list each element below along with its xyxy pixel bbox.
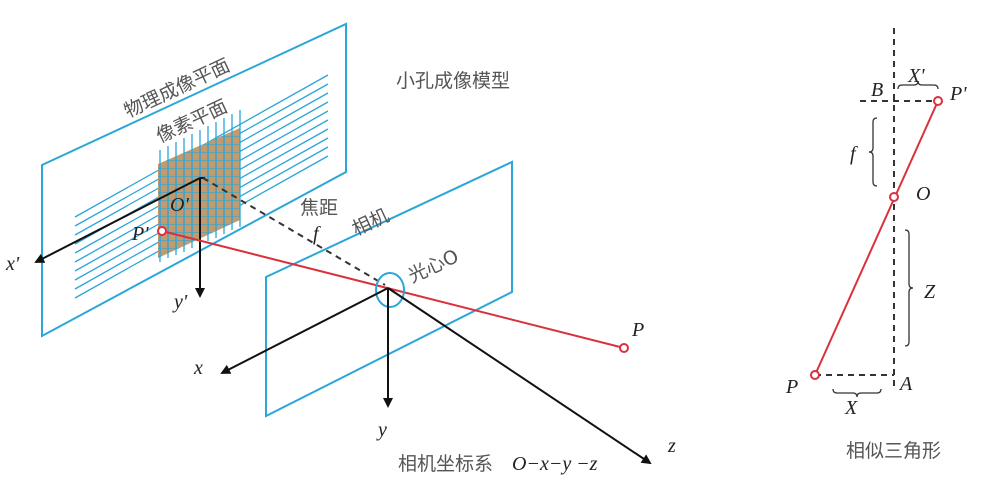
- point-p-prime-label: P': [949, 83, 967, 105]
- camera-x-label: x: [193, 357, 203, 379]
- camera-x-axis: [220, 287, 389, 374]
- focal-length-label: 焦距: [300, 197, 338, 219]
- projection-ray: [161, 230, 625, 349]
- focal-length-line: [202, 177, 386, 286]
- camera-z-label: z: [667, 435, 676, 457]
- y-prime-label: y': [172, 291, 188, 313]
- z-brace: [904, 229, 914, 347]
- image-point-marker: [157, 226, 167, 236]
- optical-center-label: 光心O: [405, 245, 462, 287]
- camera-plane: [265, 160, 513, 418]
- z-length-label: Z: [924, 281, 936, 303]
- optical-center-circle: [375, 272, 405, 308]
- x-length-label: X: [844, 397, 858, 419]
- image-point-label: P': [131, 223, 149, 245]
- point-p-label: P: [785, 376, 798, 398]
- x-prime-brace: [897, 80, 939, 90]
- point-o-label: O: [916, 183, 930, 205]
- point-a-label: A: [898, 373, 913, 395]
- x-prime-axis: [34, 177, 201, 263]
- world-point-marker: [619, 343, 629, 353]
- camera-label: 相机: [349, 205, 393, 241]
- x-prime-label: x': [5, 253, 20, 275]
- x-brace: [832, 388, 882, 398]
- focal-symbol: f: [313, 223, 321, 245]
- similar-triangles: [810, 28, 943, 398]
- similar-ray: [814, 100, 939, 376]
- x-prime-length-label: X': [907, 65, 925, 87]
- f-length-label: f: [850, 143, 858, 165]
- coord-system-formula: O−x−y −z: [512, 453, 598, 475]
- f-brace: [868, 117, 878, 187]
- coord-system-label: 相机坐标系: [398, 453, 493, 475]
- camera-z-axis: [387, 287, 652, 465]
- world-point-label: P: [631, 319, 644, 341]
- image-origin-label: O': [170, 194, 189, 216]
- similar-triangles-title: 相似三角形: [846, 440, 941, 462]
- pinhole-model-title: 小孔成像模型: [396, 70, 510, 92]
- camera-y-label: y: [376, 419, 387, 441]
- point-b-label: B: [871, 79, 883, 101]
